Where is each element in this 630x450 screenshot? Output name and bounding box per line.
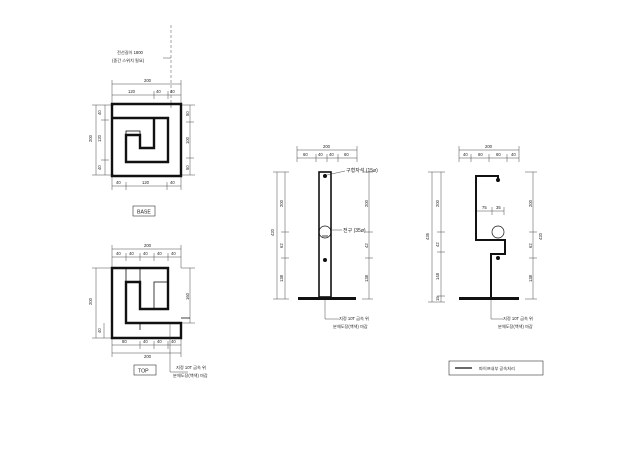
base-dim-left-b: 120 bbox=[97, 134, 102, 142]
base-dim-right-c: 50 bbox=[185, 165, 190, 170]
finish-note-front: 지정 10T 금속 위 bbox=[339, 315, 369, 322]
cord-length-text: 전선길이 1800 bbox=[117, 49, 144, 56]
top-dim-bot-overall: 200 bbox=[144, 354, 152, 359]
front-dim-a: 60 bbox=[303, 152, 308, 157]
top-dim-t5: 40 bbox=[171, 251, 176, 256]
base-dim-bot-c: 40 bbox=[170, 180, 175, 185]
bulb-note: 전구 (35ø) bbox=[343, 227, 366, 234]
front-dim-l3: 138 bbox=[279, 274, 284, 282]
side-dim-r1: 200 bbox=[528, 199, 533, 207]
base-dim-bot-b: 120 bbox=[142, 180, 150, 185]
front-dim-overall: 200 bbox=[323, 144, 331, 149]
top-dim-t1: 40 bbox=[116, 251, 121, 256]
top-dim-right: 160 bbox=[185, 292, 190, 300]
front-dim-c: 40 bbox=[329, 152, 334, 157]
side-elevation: 200 40 60 60 40 435 200 42 148 15 420 20… bbox=[425, 144, 543, 330]
base-plan: 200 120 40 40 200 40 120 40 50 100 50 40… bbox=[88, 78, 195, 217]
top-label: TOP bbox=[138, 369, 149, 375]
base-dim-right-b: 100 bbox=[185, 136, 190, 144]
base-label-box bbox=[132, 205, 156, 217]
side-dim-r3: 138 bbox=[528, 274, 533, 282]
side-profile-shape bbox=[475, 175, 506, 299]
top-label-box bbox=[133, 364, 157, 376]
top-dim-t3: 40 bbox=[143, 251, 148, 256]
base-dim-overall: 200 bbox=[144, 78, 152, 83]
top-dim-b4: 40 bbox=[171, 339, 176, 344]
base-notch bbox=[125, 130, 141, 136]
front-column bbox=[318, 171, 332, 298]
side-dim-b: 60 bbox=[478, 152, 483, 157]
side-dim-l1: 200 bbox=[435, 199, 440, 207]
top-inner-slot bbox=[125, 267, 141, 283]
top-dim-t2: 40 bbox=[129, 251, 134, 256]
side-magnet bbox=[496, 178, 500, 182]
front-dim-l2: 62 bbox=[279, 243, 284, 248]
legend: 파이프내부 공속처리 bbox=[448, 360, 544, 376]
base-dim-top-b: 40 bbox=[156, 89, 161, 94]
front-dim-r2: 42 bbox=[364, 243, 369, 248]
top-dim-overall: 200 bbox=[144, 243, 152, 248]
front-bulb bbox=[318, 225, 332, 239]
front-elevation: 200 60 40 40 60 420 200 62 138 200 42 13… bbox=[270, 144, 378, 330]
front-dim-d: 60 bbox=[344, 152, 349, 157]
base-dim-left-a: 40 bbox=[97, 110, 102, 115]
top-dim-left-overall: 200 bbox=[88, 297, 93, 305]
front-dim-l1: 200 bbox=[279, 199, 284, 207]
cord-note: 전선길이 1800 (중간 스위치 필요) bbox=[112, 25, 172, 110]
finish-note-left: 지정 10T 금속 위 bbox=[176, 364, 206, 371]
top-dim-b3: 40 bbox=[157, 339, 162, 344]
base-dim-top-a: 120 bbox=[128, 89, 136, 94]
legend-box bbox=[448, 360, 544, 376]
top-dim-t4: 40 bbox=[157, 251, 162, 256]
front-dim-r1: 200 bbox=[364, 199, 369, 207]
top-dim-b2: 40 bbox=[143, 339, 148, 344]
top-inner-slot-2 bbox=[153, 281, 169, 310]
top-plan: 200 40 40 40 40 40 200 40 160 80 40 40 4… bbox=[88, 243, 208, 379]
side-magnet-lower bbox=[496, 256, 500, 260]
top-spiral-shape bbox=[110, 266, 183, 340]
side-dim-l2: 42 bbox=[435, 242, 440, 247]
side-inner-b: 35 bbox=[496, 205, 501, 210]
side-dim-left-overall: 435 bbox=[425, 232, 430, 240]
top-dim-left-a: 40 bbox=[97, 328, 102, 333]
side-bulb bbox=[491, 225, 505, 239]
side-dim-right-overall: 420 bbox=[538, 232, 543, 240]
finish-note-side-2: 분체도장(백색) 마감 bbox=[498, 323, 533, 330]
finish-note-front-2: 분체도장(백색) 마감 bbox=[333, 323, 368, 330]
base-label: BASE bbox=[137, 210, 151, 216]
legend-text: 파이프내부 공속처리 bbox=[479, 365, 515, 372]
front-magnet-lower bbox=[323, 258, 327, 262]
side-dim-l4: 15 bbox=[435, 296, 440, 301]
side-inner-a: 75 bbox=[482, 205, 487, 210]
base-dim-top-c: 40 bbox=[170, 89, 175, 94]
finish-note-left-2: 분체도장(백색) 마감 bbox=[173, 372, 208, 379]
base-dim-left-c: 40 bbox=[97, 165, 102, 170]
base-dim-bot-a: 40 bbox=[116, 180, 121, 185]
side-dim-a: 40 bbox=[463, 152, 468, 157]
side-dim-d: 40 bbox=[511, 152, 516, 157]
side-base-plate bbox=[459, 297, 519, 300]
front-dim-r3: 138 bbox=[364, 274, 369, 282]
switch-note-text: (중간 스위치 필요) bbox=[112, 57, 145, 64]
front-dim-left-overall: 420 bbox=[270, 228, 275, 236]
front-dim-b: 40 bbox=[318, 152, 323, 157]
base-dim-right-a: 50 bbox=[185, 111, 190, 116]
magnet-note: 구형자석 (15ø) bbox=[346, 167, 378, 174]
top-dim-b1: 80 bbox=[122, 339, 127, 344]
front-magnet bbox=[323, 174, 327, 178]
front-base-plate bbox=[298, 297, 356, 300]
side-dim-l3: 148 bbox=[435, 272, 440, 280]
base-spiral-shape bbox=[110, 102, 183, 178]
side-dim-r2: 62 bbox=[528, 243, 533, 248]
side-dim-c: 60 bbox=[496, 152, 501, 157]
side-dim-overall: 200 bbox=[485, 144, 493, 149]
finish-note-side: 지정 10T 금속 위 bbox=[503, 315, 533, 322]
base-dim-left-overall: 200 bbox=[88, 134, 93, 142]
